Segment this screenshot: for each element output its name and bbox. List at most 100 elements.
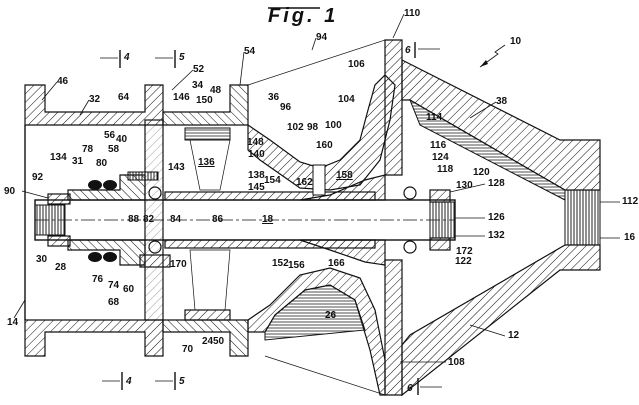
label-86: 86 — [212, 214, 224, 225]
label-126: 126 — [488, 212, 505, 223]
seal-162 — [312, 164, 326, 196]
label-130: 130 — [456, 180, 473, 191]
label-48: 48 — [210, 85, 222, 96]
label-132: 132 — [488, 230, 505, 241]
label-124: 124 — [432, 152, 449, 163]
o-ring-lower-a — [88, 252, 102, 262]
label-92: 92 — [32, 172, 44, 183]
label-106: 106 — [348, 59, 365, 70]
o-ring-lower-b — [103, 252, 117, 262]
label-148: 148 — [247, 137, 264, 148]
svg-text:4: 4 — [125, 376, 132, 387]
bearing-ball-right-lower — [403, 240, 417, 254]
nut-30-lower — [47, 235, 71, 247]
nut-30-upper — [47, 193, 71, 205]
label-145: 145 — [248, 182, 265, 193]
nut-128-upper — [429, 189, 451, 203]
svg-text:5: 5 — [179, 52, 185, 63]
label-122: 122 — [455, 256, 472, 267]
bearing-ball-right-upper — [403, 186, 417, 200]
label-140: 140 — [248, 149, 265, 160]
label-52: 52 — [193, 64, 205, 75]
svg-text:5: 5 — [179, 376, 185, 387]
label-68: 68 — [108, 297, 120, 308]
label-18: 18 — [262, 214, 274, 225]
label-102: 102 — [287, 122, 304, 133]
label-158: 158 — [336, 170, 353, 181]
label-84: 84 — [170, 214, 182, 225]
label-108: 108 — [448, 357, 465, 368]
assembly-arrow-10 — [479, 44, 506, 68]
label-100: 100 — [325, 120, 342, 131]
section-marker-6-top: 6 — [405, 42, 440, 58]
svg-text:6: 6 — [407, 383, 413, 394]
rotor-136-outline — [189, 139, 231, 191]
label-166: 166 — [328, 258, 345, 269]
label-114: 114 — [426, 112, 443, 123]
label-160: 160 — [316, 140, 333, 151]
label-150: 150 — [196, 95, 213, 106]
base-50 — [184, 309, 231, 321]
label-74: 74 — [108, 280, 120, 291]
label-76: 76 — [92, 274, 104, 285]
label-154: 154 — [264, 175, 281, 186]
outlet-flange-110 — [384, 39, 403, 176]
label-96: 96 — [280, 102, 292, 113]
partition-wall-64 — [144, 119, 164, 321]
conical-housing-12 — [401, 244, 601, 397]
reference-labels: 10 12 14 16 18 24 26 28 30 31 32 34 36 3… — [4, 8, 639, 368]
label-78: 78 — [82, 144, 94, 155]
nut-128-lower — [429, 237, 451, 251]
label-14: 14 — [7, 317, 19, 328]
section-marker-4-top: 4 — [100, 50, 130, 68]
lower-volute-outline — [264, 355, 386, 396]
label-128: 128 — [488, 178, 505, 189]
rotor-24-outline — [189, 249, 231, 311]
label-38: 38 — [496, 96, 508, 107]
label-156: 156 — [288, 260, 305, 271]
label-46: 46 — [57, 76, 69, 87]
label-88: 88 — [128, 214, 140, 225]
section-marker-6-bottom: 6 — [407, 378, 442, 395]
left-housing-bottom-wall — [24, 319, 164, 357]
label-162: 162 — [296, 177, 313, 188]
label-56: 56 — [104, 130, 116, 141]
o-ring-31b — [103, 180, 117, 190]
label-12: 12 — [508, 330, 520, 341]
o-ring-31a — [88, 180, 102, 190]
label-94: 94 — [316, 32, 328, 43]
label-80: 80 — [96, 158, 108, 169]
label-104: 104 — [338, 94, 355, 105]
label-31: 31 — [72, 156, 84, 167]
label-116: 116 — [430, 140, 447, 151]
label-36: 36 — [268, 92, 280, 103]
svg-text:6: 6 — [405, 45, 411, 56]
label-82: 82 — [143, 214, 155, 225]
label-58: 58 — [108, 144, 120, 155]
label-28: 28 — [55, 262, 67, 273]
label-50: 50 — [213, 336, 225, 347]
label-110: 110 — [404, 8, 421, 19]
label-172: 172 — [456, 246, 473, 257]
shaft-thread-right-126 — [429, 201, 456, 239]
label-170: 170 — [170, 259, 187, 270]
label-70: 70 — [182, 344, 194, 355]
outlet-port-16 — [564, 189, 601, 246]
section-marker-5-bottom: 5 — [155, 372, 185, 390]
svg-text:4: 4 — [123, 52, 130, 63]
label-64: 64 — [118, 92, 130, 103]
section-marker-4-bottom: 4 — [102, 372, 132, 390]
label-152: 152 — [272, 258, 289, 269]
label-24: 24 — [202, 336, 214, 347]
label-26: 26 — [325, 310, 337, 321]
label-138: 138 — [248, 170, 265, 181]
section-marker-5-top: 5 — [155, 50, 185, 68]
impeller-hub-158 — [299, 174, 386, 201]
label-30: 30 — [36, 254, 48, 265]
label-146: 146 — [173, 92, 190, 103]
arrow-10-head — [480, 60, 488, 67]
figure-title: Fig. 1 — [268, 5, 338, 27]
label-112: 112 — [622, 196, 639, 207]
label-120: 120 — [473, 167, 490, 178]
label-54: 54 — [244, 46, 256, 57]
